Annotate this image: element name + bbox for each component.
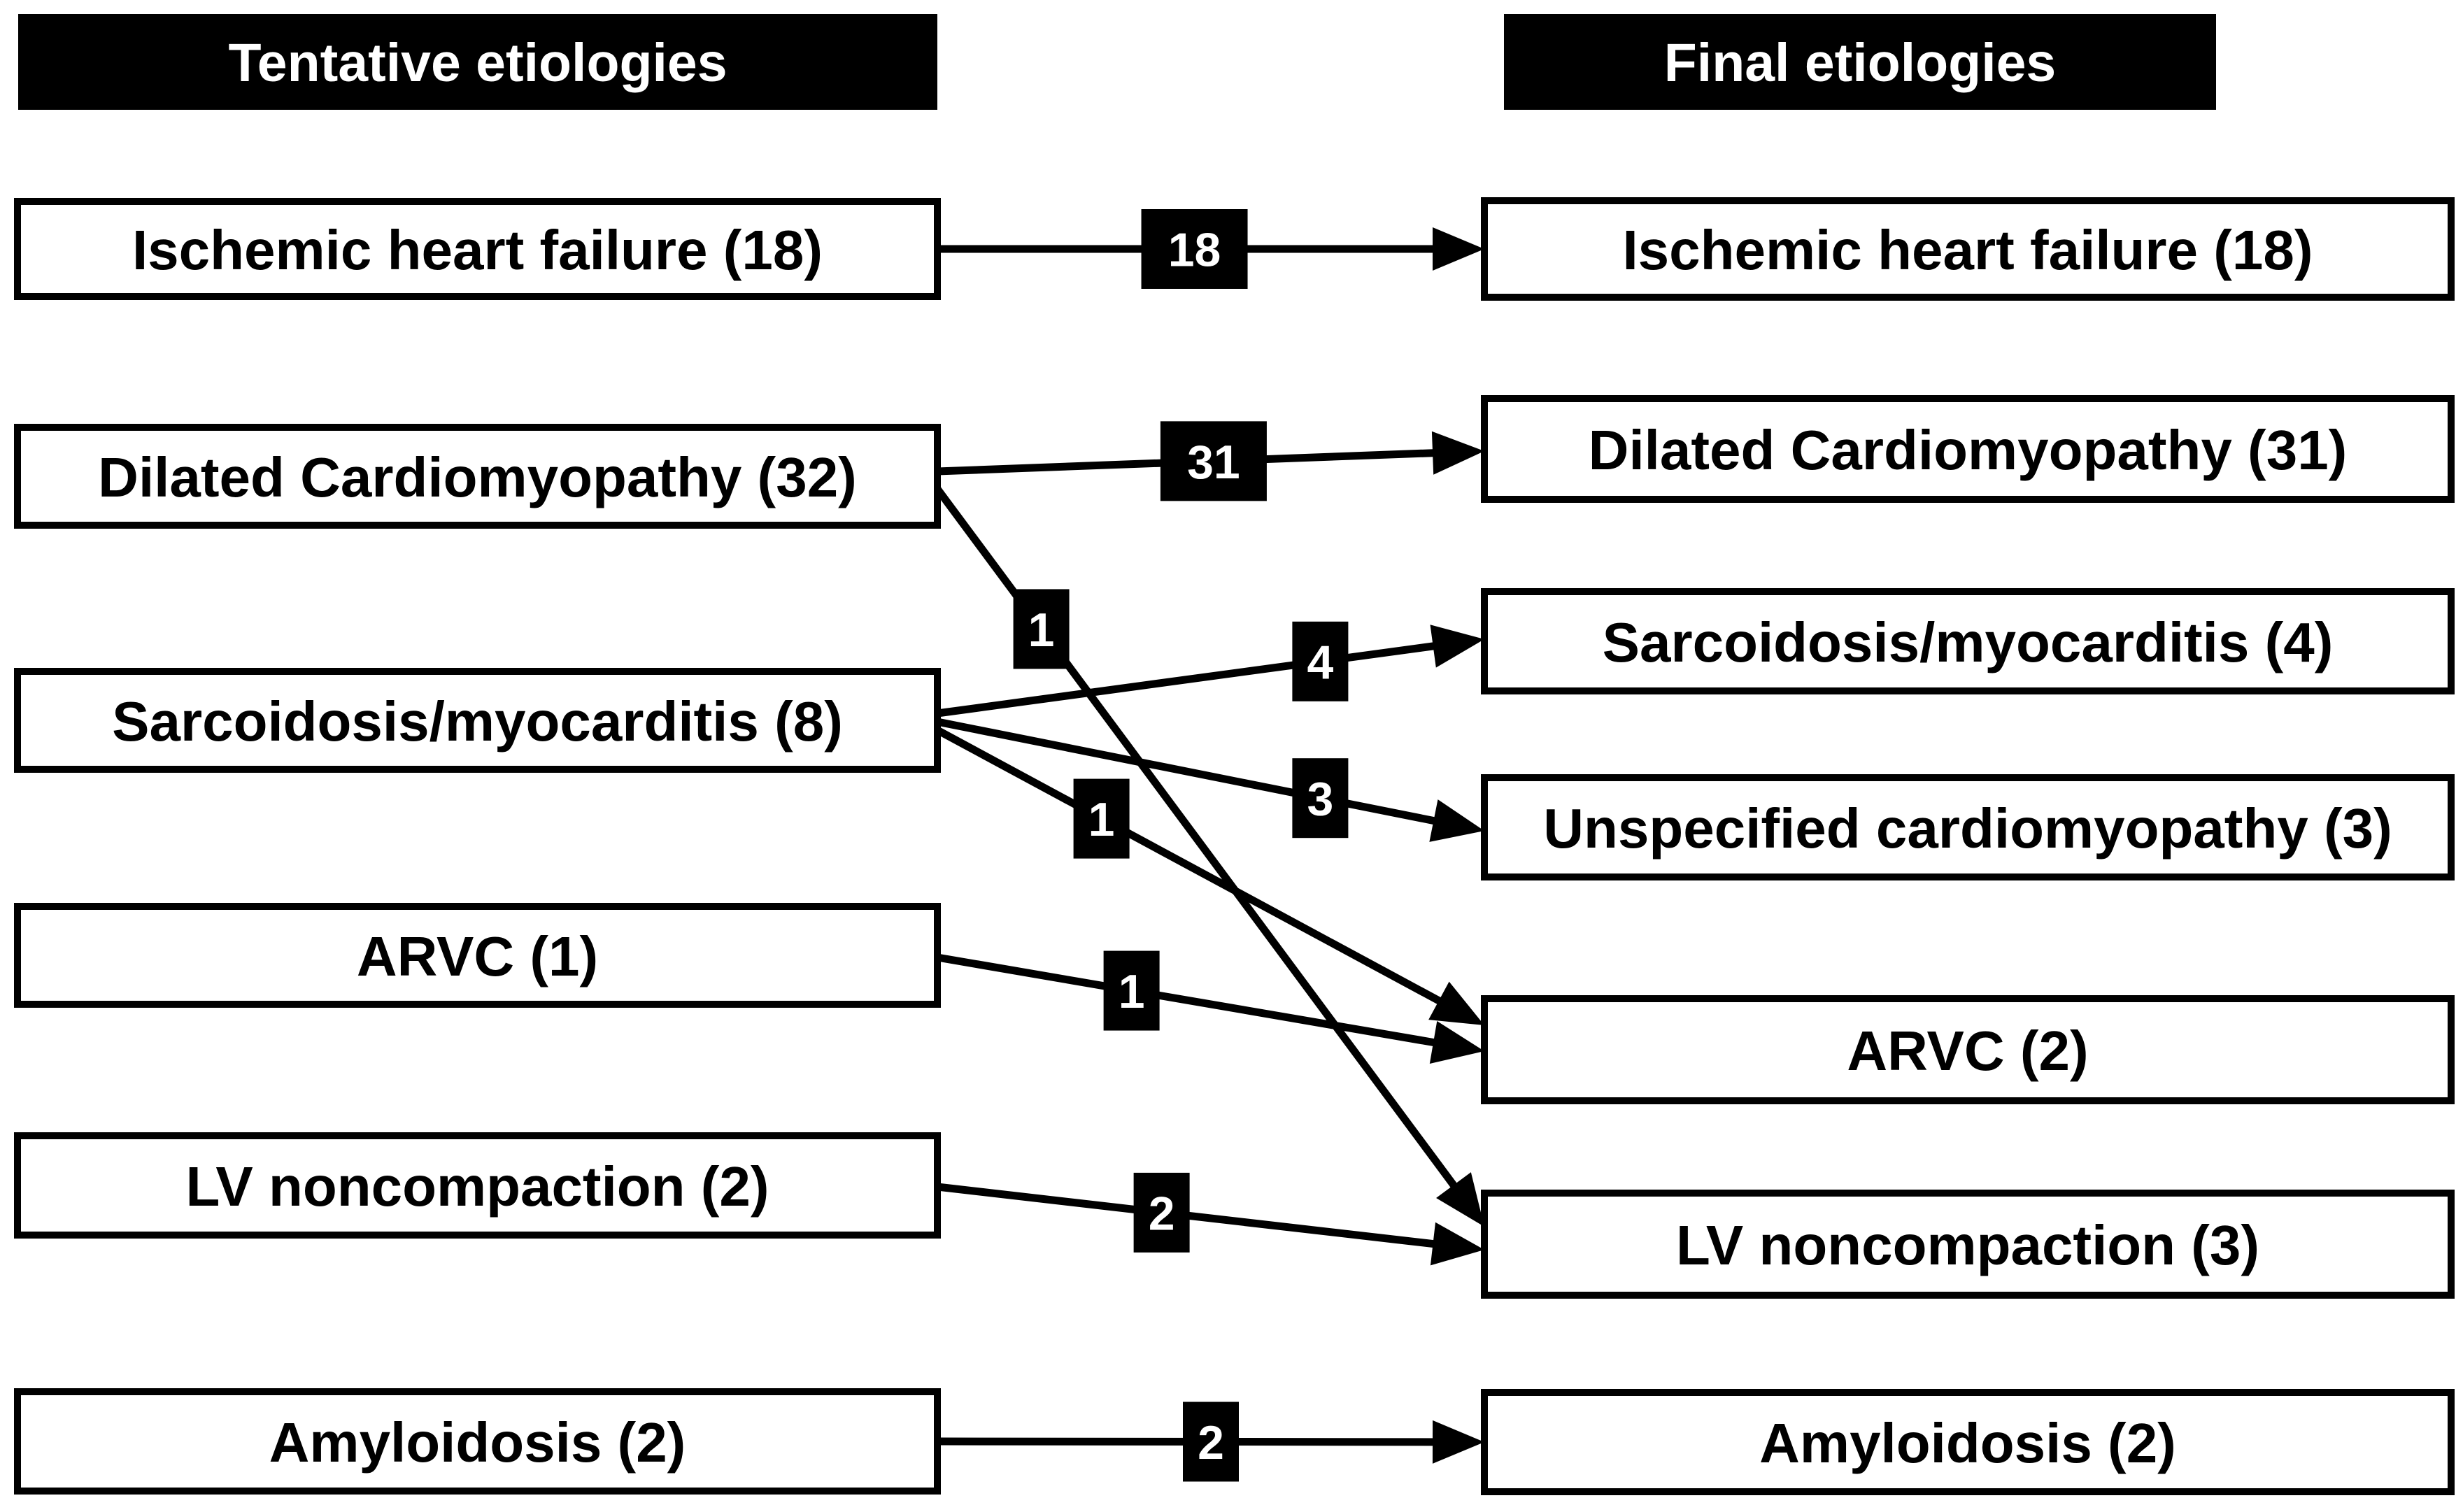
final-node-ischemic-heart-failure: Ischemic heart failure (18)	[1481, 197, 2455, 301]
node-label: ARVC (2)	[1847, 1020, 2088, 1082]
final-node-dilated-cardiomyopathy: Dilated Cardiomyopathy (31)	[1481, 395, 2455, 503]
node-box	[1481, 774, 2455, 880]
arrowhead-icon	[1429, 799, 1484, 842]
header-final-etiologies: Final etiologies	[1504, 14, 2216, 110]
edge-sarcoidosis-myocarditis-to-unspecified-cardiomyopathy: 3	[936, 718, 1484, 842]
node-label: Amyloidosis (2)	[1759, 1412, 2176, 1474]
final-node-unspecified-cardiomyopathy: Unspecified cardiomyopathy (3)	[1481, 774, 2455, 880]
node-box	[1481, 995, 2455, 1104]
edge-count-label: 18	[1168, 223, 1221, 276]
flow-line	[937, 953, 1458, 1050]
final-node-lv-noncompaction: LV noncompaction (3)	[1481, 1190, 2455, 1299]
node-box	[14, 1388, 941, 1495]
tentative-node-ischemic-heart-failure: Ischemic heart failure (18)	[14, 198, 941, 300]
edge-count-label: 1	[1119, 965, 1145, 1018]
edge-count-badge	[1183, 1402, 1239, 1482]
header-label: Final etiologies	[1664, 33, 2056, 93]
edge-amyloidosis-to-amyloidosis: 2	[937, 1402, 1484, 1482]
arrowhead-icon	[1430, 1222, 1484, 1266]
node-box	[14, 424, 941, 529]
edge-count-badge	[1073, 778, 1130, 859]
node-label: Amyloidosis (2)	[269, 1411, 686, 1474]
node-box	[1481, 588, 2455, 694]
header-bar	[1504, 14, 2216, 110]
header-tentative-etiologies: Tentative etiologies	[18, 14, 937, 110]
flow-line	[937, 639, 1458, 718]
final-node-sarcoidosis-myocarditis: Sarcoidosis/myocarditis (4)	[1481, 588, 2455, 694]
edge-count-badge	[1141, 209, 1248, 289]
tentative-node-arvc: ARVC (1)	[14, 903, 941, 1008]
edge-count-label: 2	[1149, 1187, 1175, 1240]
arrowhead-icon	[1430, 625, 1484, 668]
node-label: Ischemic heart failure (18)	[1622, 219, 2313, 281]
tentative-node-lv-noncompaction: LV noncompaction (2)	[14, 1132, 941, 1239]
edge-dilated-cardiomyopathy-to-lv-noncompaction: 1	[934, 486, 1484, 1227]
edge-count-label: 4	[1307, 636, 1333, 689]
node-box	[14, 668, 941, 773]
node-label: Sarcoidosis/myocarditis (4)	[1603, 611, 2334, 673]
node-box	[14, 1132, 941, 1239]
flow-line	[937, 1183, 1457, 1250]
arrowhead-icon	[1431, 431, 1484, 475]
node-box	[1481, 1389, 2455, 1495]
tentative-node-amyloidosis: Amyloidosis (2)	[14, 1388, 941, 1495]
flow-line	[936, 718, 1458, 829]
edge-sarcoidosis-myocarditis-to-arvc: 1	[935, 727, 1484, 1025]
edge-sarcoidosis-myocarditis-to-sarcoidosis-myocarditis: 4	[937, 621, 1484, 718]
node-label: Dilated Cardiomyopathy (32)	[98, 446, 857, 508]
tentative-node-dilated-cardiomyopathy: Dilated Cardiomyopathy (32)	[14, 424, 941, 529]
edge-arvc-to-arvc: 1	[937, 950, 1484, 1064]
edge-count-label: 3	[1307, 773, 1333, 826]
node-label: LV noncompaction (3)	[1676, 1214, 2259, 1276]
node-label: Unspecified cardiomyopathy (3)	[1543, 797, 2392, 860]
node-label: Dilated Cardiomyopathy (31)	[1589, 419, 2348, 481]
edge-count-badge	[1292, 758, 1349, 839]
edge-count-badge	[1133, 1172, 1190, 1253]
edge-count-badge	[1292, 621, 1349, 701]
edge-count-label: 2	[1198, 1416, 1224, 1469]
arrowhead-icon	[1429, 1020, 1484, 1064]
node-box	[1481, 395, 2455, 503]
arrowhead-icon	[1428, 981, 1484, 1025]
node-box	[1481, 197, 2455, 301]
edge-count-badge	[1103, 950, 1160, 1031]
edge-dilated-cardiomyopathy-to-dilated-cardiomyopathy: 31	[937, 421, 1484, 501]
arrowhead-icon	[1432, 1420, 1484, 1464]
node-label: Ischemic heart failure (18)	[132, 219, 823, 281]
edge-lv-noncompaction-to-lv-noncompaction: 2	[937, 1172, 1484, 1266]
node-label: LV noncompaction (2)	[185, 1155, 769, 1218]
tentative-node-sarcoidosis-myocarditis: Sarcoidosis/myocarditis (8)	[14, 668, 941, 773]
node-box	[14, 198, 941, 300]
arrowhead-icon	[1433, 227, 1484, 271]
edge-count-label: 1	[1088, 793, 1115, 846]
edge-count-label: 1	[1028, 604, 1055, 657]
node-label: ARVC (1)	[357, 925, 598, 987]
final-node-arvc: ARVC (2)	[1481, 995, 2455, 1104]
header-label: Tentative etiologies	[228, 33, 727, 93]
arrowhead-icon	[1436, 1172, 1484, 1227]
node-box	[14, 903, 941, 1008]
flow-line	[935, 727, 1462, 1015]
node-label: Sarcoidosis/myocarditis (8)	[112, 690, 843, 753]
header-bar	[18, 14, 937, 110]
edge-count-badge	[1160, 421, 1267, 501]
final-node-amyloidosis: Amyloidosis (2)	[1481, 1389, 2455, 1495]
edge-count-badge	[1013, 589, 1070, 669]
node-box	[1481, 1190, 2455, 1299]
edge-ischemic-heart-failure-to-ischemic-heart-failure: 18	[937, 209, 1484, 289]
edge-count-label: 31	[1187, 436, 1240, 489]
